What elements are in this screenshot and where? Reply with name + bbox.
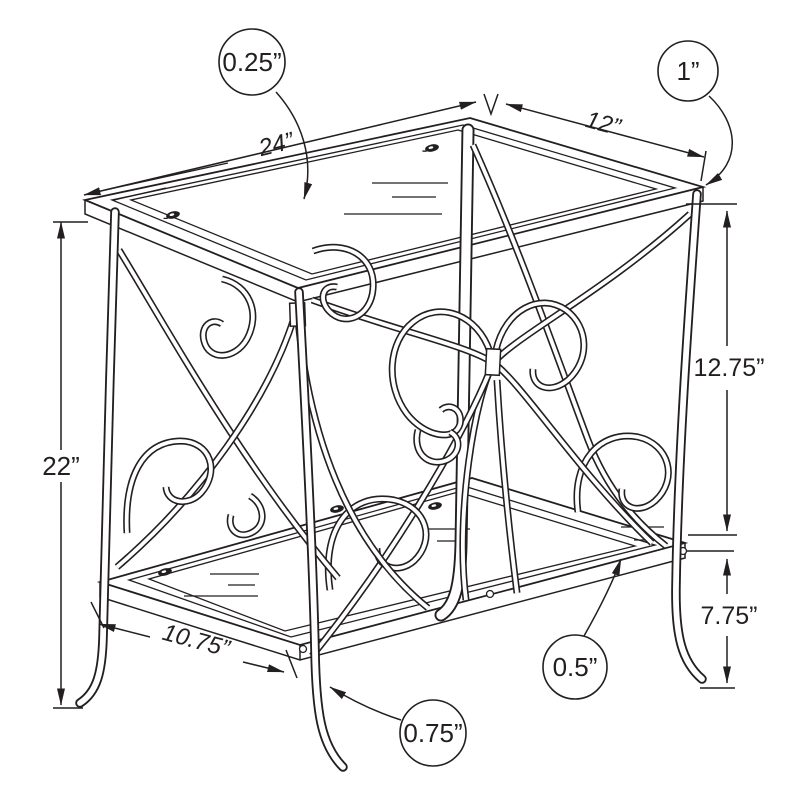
callout-label-frame-tube-thickness: 0.75” xyxy=(403,718,462,748)
callout-glass-top-thickness: 0.25” xyxy=(218,28,313,200)
callout-label-glass-top-thickness: 0.25” xyxy=(222,47,281,77)
dimension-label-shelf-length: 10.75” xyxy=(160,619,234,663)
shelf-clip-screws xyxy=(158,502,442,576)
dimension-label-top-depth: 12” xyxy=(583,106,624,141)
dimension-top-to-shelf: 12.75” xyxy=(686,203,765,536)
scrollwork-frame xyxy=(80,130,702,767)
callout-label-shelf-glass-thickness: 0.5” xyxy=(553,652,598,682)
v-notch xyxy=(483,93,499,117)
scroll-sweep xyxy=(117,318,294,567)
scroll-collar xyxy=(484,347,502,377)
dimension-label-top-to-shelf: 12.75” xyxy=(694,354,765,382)
dimension-label-shelf-to-floor: 7.75” xyxy=(701,602,758,630)
callout-shelf-glass-thickness: 0.5” xyxy=(542,558,622,700)
callout-label-top-rim-thickness: 1” xyxy=(676,56,699,86)
callout-top-rim-thickness: 1” xyxy=(657,40,733,186)
dimension-shelf-to-floor: 7.75” xyxy=(686,550,758,689)
dimension-overall-height: 22” xyxy=(42,221,88,709)
dimension-label-overall-height: 22” xyxy=(42,451,80,481)
glass-lower-shelf xyxy=(96,477,689,661)
callout-frame-tube-thickness: 0.75” xyxy=(329,686,467,767)
